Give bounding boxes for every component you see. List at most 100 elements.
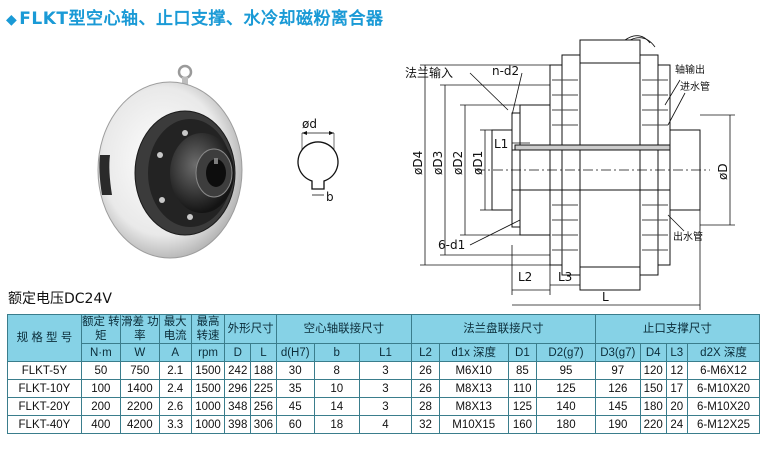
table-cell: 348 [224, 397, 252, 416]
header-speed-unit: rpm [190, 343, 226, 362]
header-flange: 法兰盘联接尺寸 [411, 314, 596, 344]
table-cell: 50 [80, 361, 121, 380]
table-cell: 24 [665, 415, 689, 434]
table-cell: 2200 [119, 397, 160, 416]
table-cell: 30 [275, 361, 315, 380]
table-cell: 100 [80, 379, 121, 398]
table-cell: 6-M12X25 [687, 415, 760, 434]
table-cell: 145 [594, 397, 641, 416]
table-cell: 26 [411, 361, 440, 380]
header-b: b [313, 343, 360, 362]
table-cell: 2.1 [158, 361, 192, 380]
L3-label: L3 [558, 270, 572, 284]
header-spigot: 止口支撑尺寸 [594, 314, 761, 344]
table-cell: 1500 [190, 379, 226, 398]
table-cell: 8 [313, 361, 360, 380]
table-cell: 35 [275, 379, 315, 398]
D4-label: øD4 [411, 151, 425, 175]
table-cell: 10 [313, 379, 360, 398]
table-cell: 306 [250, 415, 277, 434]
table-cell: 188 [250, 361, 277, 380]
table-cell: M6X10 [438, 361, 509, 380]
table-cell: 1000 [190, 415, 226, 434]
table-cell: FLKT-10Y [7, 379, 82, 398]
table-cell: 256 [250, 397, 277, 416]
spec-table: 规 格 型 号 额定 转矩 滑差 功率 最大 电流 最高 转速 外形尺寸 空心轴… [7, 314, 761, 434]
header-max-speed: 最高 转速 [190, 314, 226, 344]
table-cell: 750 [119, 361, 160, 380]
table-cell: 28 [411, 397, 440, 416]
table-cell: 3 [358, 397, 413, 416]
table-cell: 12 [665, 361, 689, 380]
D1-label: øD1 [471, 151, 485, 175]
section-d-label: ød [302, 117, 317, 131]
table-cell: FLKT-20Y [7, 397, 82, 416]
table-cell: 180 [639, 397, 667, 416]
page-title: ◆FLKT型空心轴、止口支撑、水冷却磁粉离合器 [6, 4, 384, 29]
section-b-label: b [326, 190, 334, 204]
header-max-current: 最大 电流 [158, 314, 192, 344]
table-cell: 14 [313, 397, 360, 416]
table-cell: 160 [507, 415, 538, 434]
table-cell: 85 [507, 361, 538, 380]
table-cell: 296 [224, 379, 252, 398]
header-D: D [224, 343, 252, 362]
L1-label: L1 [494, 137, 508, 151]
header-hollow-shaft: 空心轴联接尺寸 [275, 314, 413, 344]
D-label: øD [716, 163, 730, 180]
header-power-unit: W [119, 343, 160, 362]
table-cell: 150 [639, 379, 667, 398]
header-torque: 额定 转矩 [80, 314, 121, 344]
header-L: L [250, 343, 277, 362]
diamond-icon: ◆ [6, 12, 18, 28]
table-cell: 20 [665, 397, 689, 416]
table-cell: 4 [358, 415, 413, 434]
table-cell: 400 [80, 415, 121, 434]
L2-label: L2 [518, 270, 532, 284]
shaft-output-label: 轴输出 [675, 63, 705, 76]
table-cell: M8X13 [438, 397, 509, 416]
header-D3: D3(g7) [594, 343, 641, 362]
table-cell: 95 [536, 361, 596, 380]
table-cell: 125 [507, 397, 538, 416]
flange-input-label: 法兰输入 [405, 65, 453, 80]
D3-label: øD3 [431, 151, 445, 175]
table-cell: FLKT-5Y [7, 361, 82, 380]
header-d2x: d2X 深度 [687, 343, 760, 362]
page-title-text: FLKT型空心轴、止口支撑、水冷却磁粉离合器 [19, 9, 384, 29]
table-cell: 190 [594, 415, 641, 434]
table-cell: 3 [358, 361, 413, 380]
table-cell: 2.4 [158, 379, 192, 398]
table-cell: 110 [507, 379, 538, 398]
L-label: L [602, 290, 609, 304]
table-cell: 200 [80, 397, 121, 416]
table-cell: M8X13 [438, 379, 509, 398]
table-cell: FLKT-40Y [7, 415, 82, 434]
table-cell: 220 [639, 415, 667, 434]
header-slip-power: 滑差 功率 [119, 314, 160, 344]
table-cell: 6-M10X20 [687, 379, 760, 398]
header-torque-unit: N·m [80, 343, 121, 362]
table-cell: 17 [665, 379, 689, 398]
header-D2: D2(g7) [536, 343, 596, 362]
table-cell: 180 [536, 415, 596, 434]
table-cell: 1000 [190, 397, 226, 416]
table-cell: 3 [358, 379, 413, 398]
table-cell: 242 [224, 361, 252, 380]
table-cell: 6-M10X20 [687, 397, 760, 416]
table-cell: 45 [275, 397, 315, 416]
table-cell: 120 [639, 361, 667, 380]
water-in-label: 进水管 [680, 80, 710, 93]
table-cell: 2.6 [158, 397, 192, 416]
header-outline: 外形尺寸 [224, 314, 277, 344]
header-D1: D1 [507, 343, 538, 362]
nd2-label: n-d2 [492, 64, 519, 78]
table-cell: 126 [594, 379, 641, 398]
header-L1: L1 [358, 343, 413, 362]
d1-holes-label: 6-d1 [438, 238, 465, 252]
table-cell: 4200 [119, 415, 160, 434]
table-cell: 140 [536, 397, 596, 416]
